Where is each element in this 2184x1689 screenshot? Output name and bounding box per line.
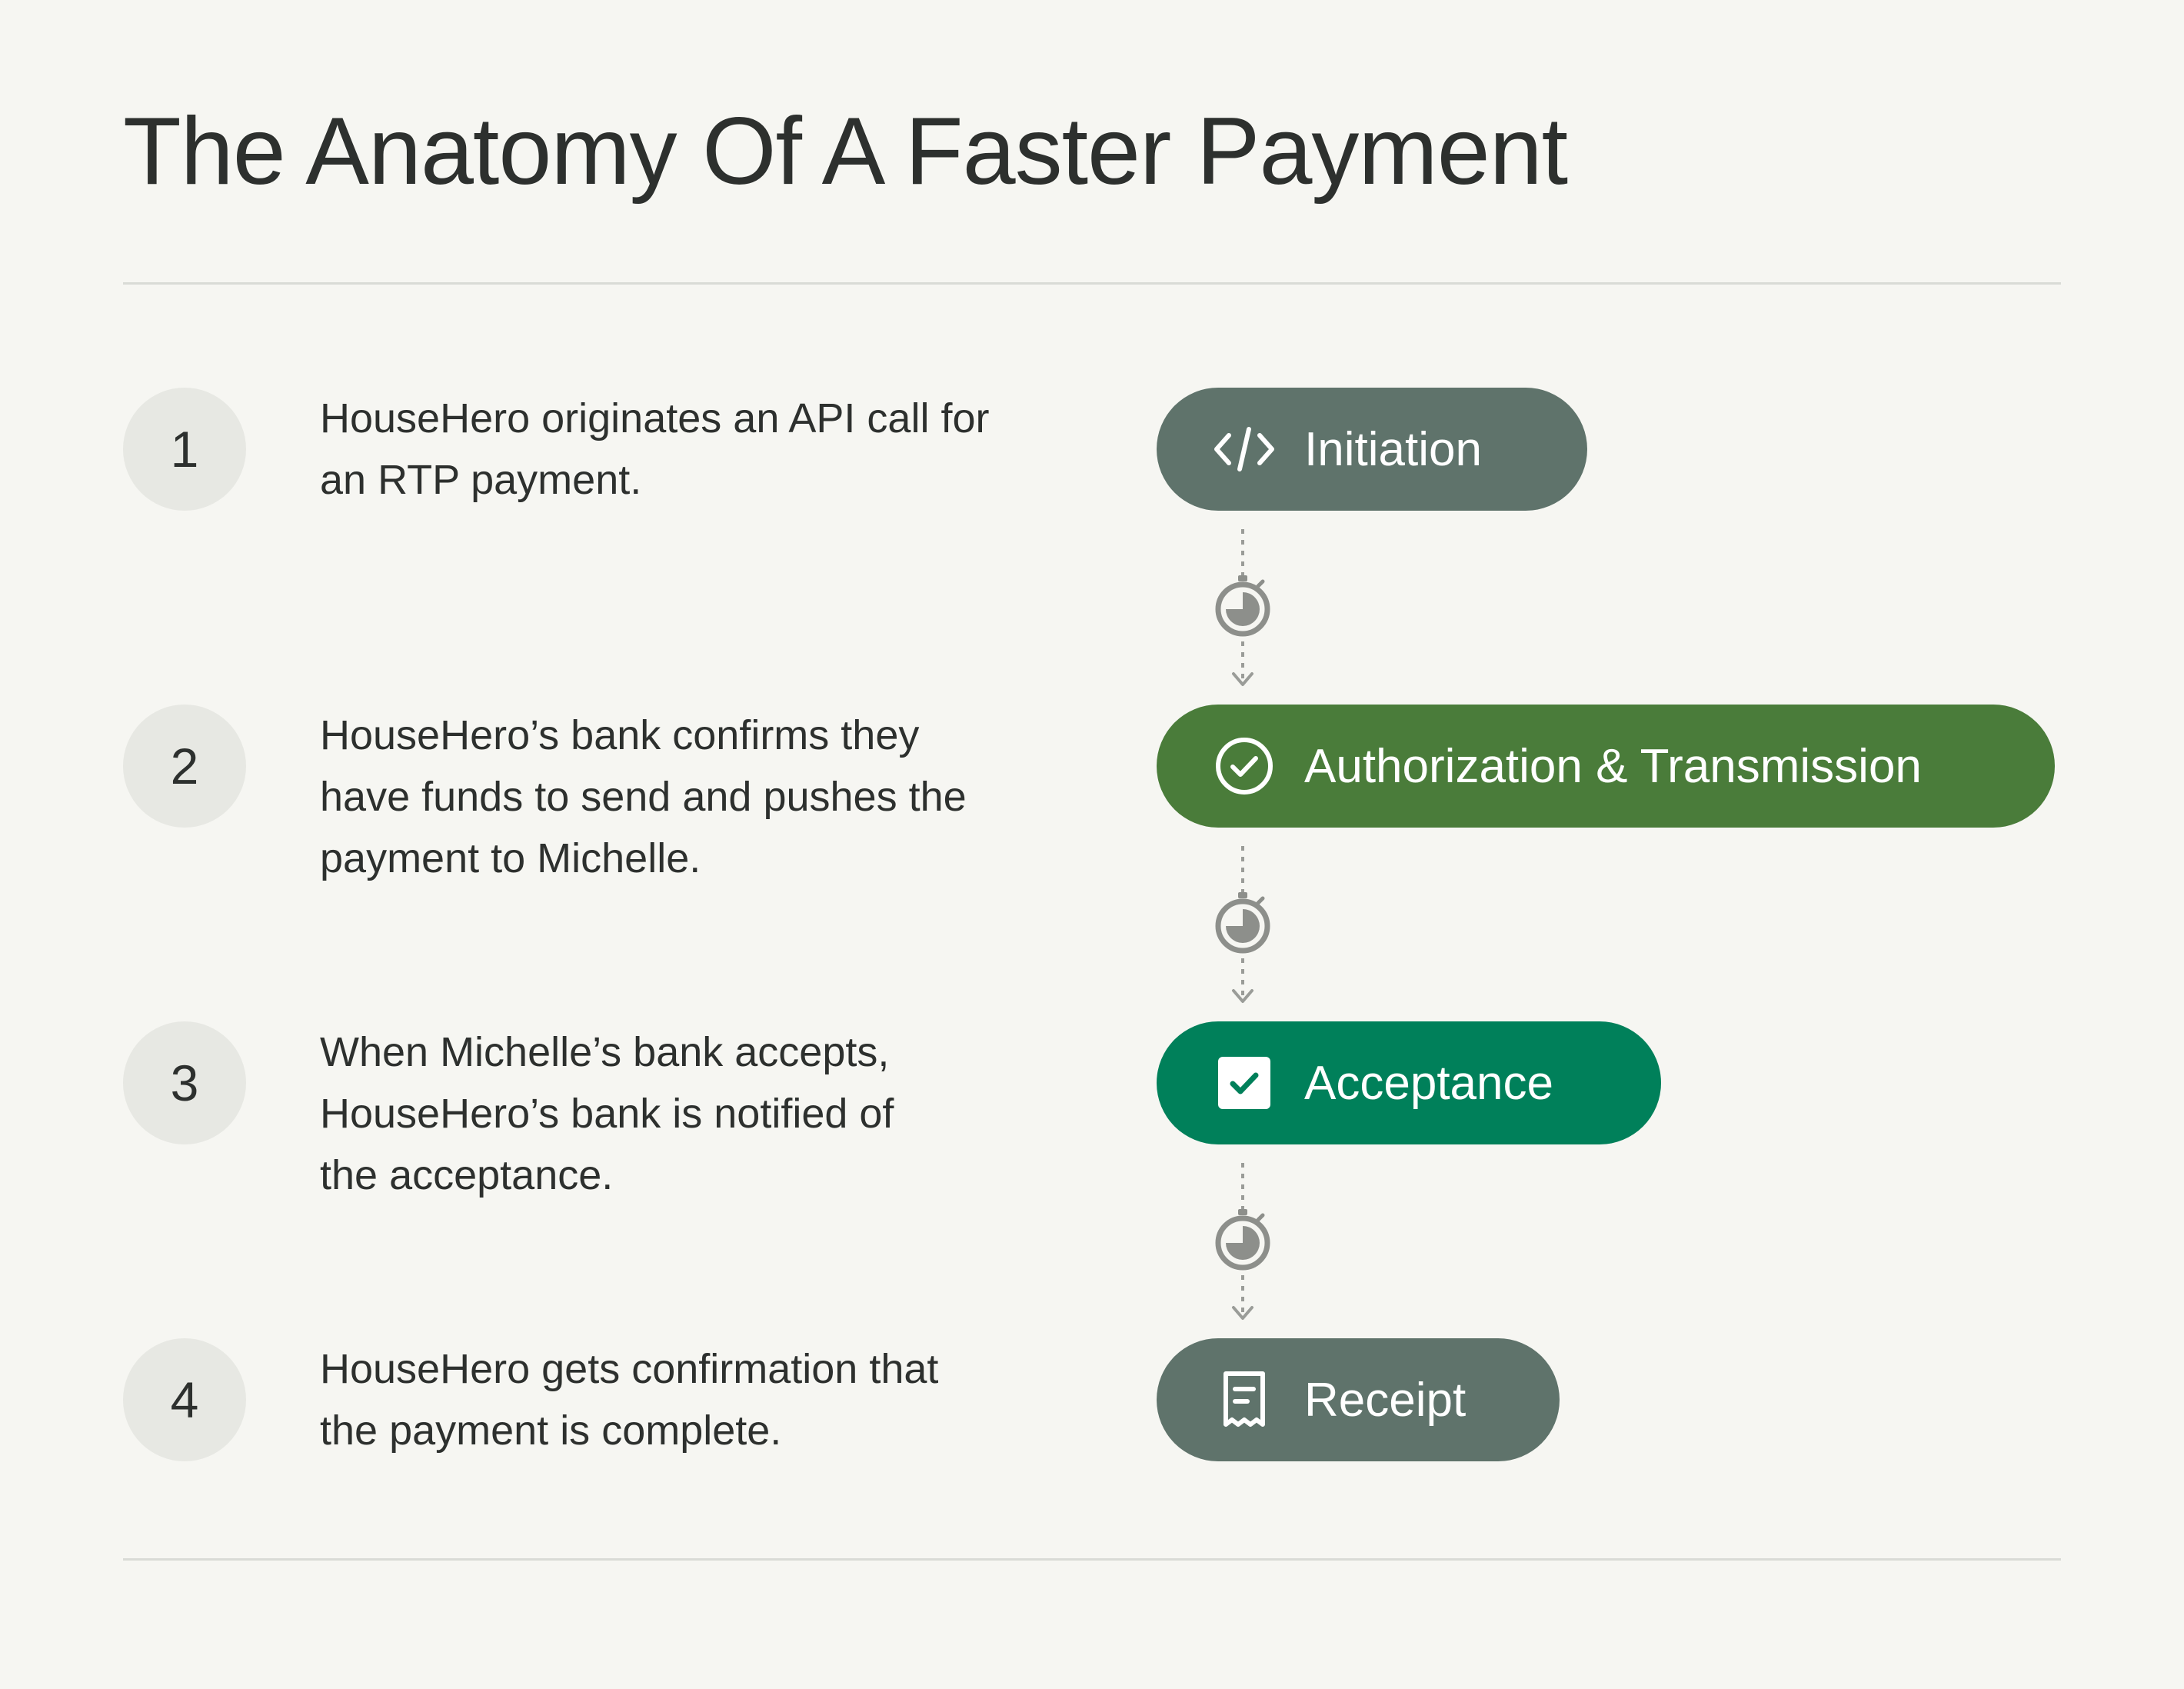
bottom-divider [123,1558,2061,1561]
step-description: HouseHero originates an API call for an … [320,388,1058,511]
step-description: HouseHero gets confirmation that the pay… [320,1338,1058,1461]
step-description-line: an RTP payment. [320,457,642,503]
stopwatch-connector [1215,1163,1270,1320]
stage-label: Acceptance [1304,1056,1553,1110]
checkbox-icon [1212,1051,1277,1115]
stopwatch-icon [1215,575,1270,637]
stopwatch-connector [1215,846,1270,1003]
step-description-line: When Michelle’s bank accepts, [320,1029,890,1075]
stopwatch-connector [1215,529,1270,686]
step-number-badge: 4 [123,1338,246,1461]
step-number-badge: 2 [123,705,246,828]
top-divider [123,282,2061,285]
receipt-icon [1212,1368,1277,1432]
stage-label: Initiation [1304,422,1482,476]
step-description-line: have funds to send and pushes the [320,774,967,820]
step-number-badge: 1 [123,388,246,511]
page-title: The Anatomy Of A Faster Payment [123,98,1568,205]
step-description-line: HouseHero’s bank confirms they [320,712,920,758]
step-number-badge: 3 [123,1021,246,1144]
step-description-line: the payment is complete. [320,1408,782,1454]
stage-pill-authorization-transmission: Authorization & Transmission [1157,705,2055,828]
stopwatch-icon [1215,892,1270,954]
stage-label: Receipt [1304,1373,1467,1427]
stage-pill-initiation: Initiation [1157,388,1587,511]
stage-label: Authorization & Transmission [1304,739,1922,793]
stopwatch-icon [1215,1209,1270,1271]
step-description-line: HouseHero originates an API call for [320,395,990,441]
step-description: HouseHero’s bank confirms they have fund… [320,705,1058,889]
step-description: When Michelle’s bank accepts, HouseHero’… [320,1021,1058,1206]
code-icon [1212,417,1277,481]
stage-pill-receipt: Receipt [1157,1338,1560,1461]
step-description-line: the acceptance. [320,1152,614,1198]
step-description-line: HouseHero gets confirmation that [320,1346,939,1392]
step-description-line: HouseHero’s bank is notified of [320,1091,894,1137]
step-description-line: payment to Michelle. [320,835,701,881]
stage-pill-acceptance: Acceptance [1157,1021,1661,1144]
check-circle-icon [1212,734,1277,798]
